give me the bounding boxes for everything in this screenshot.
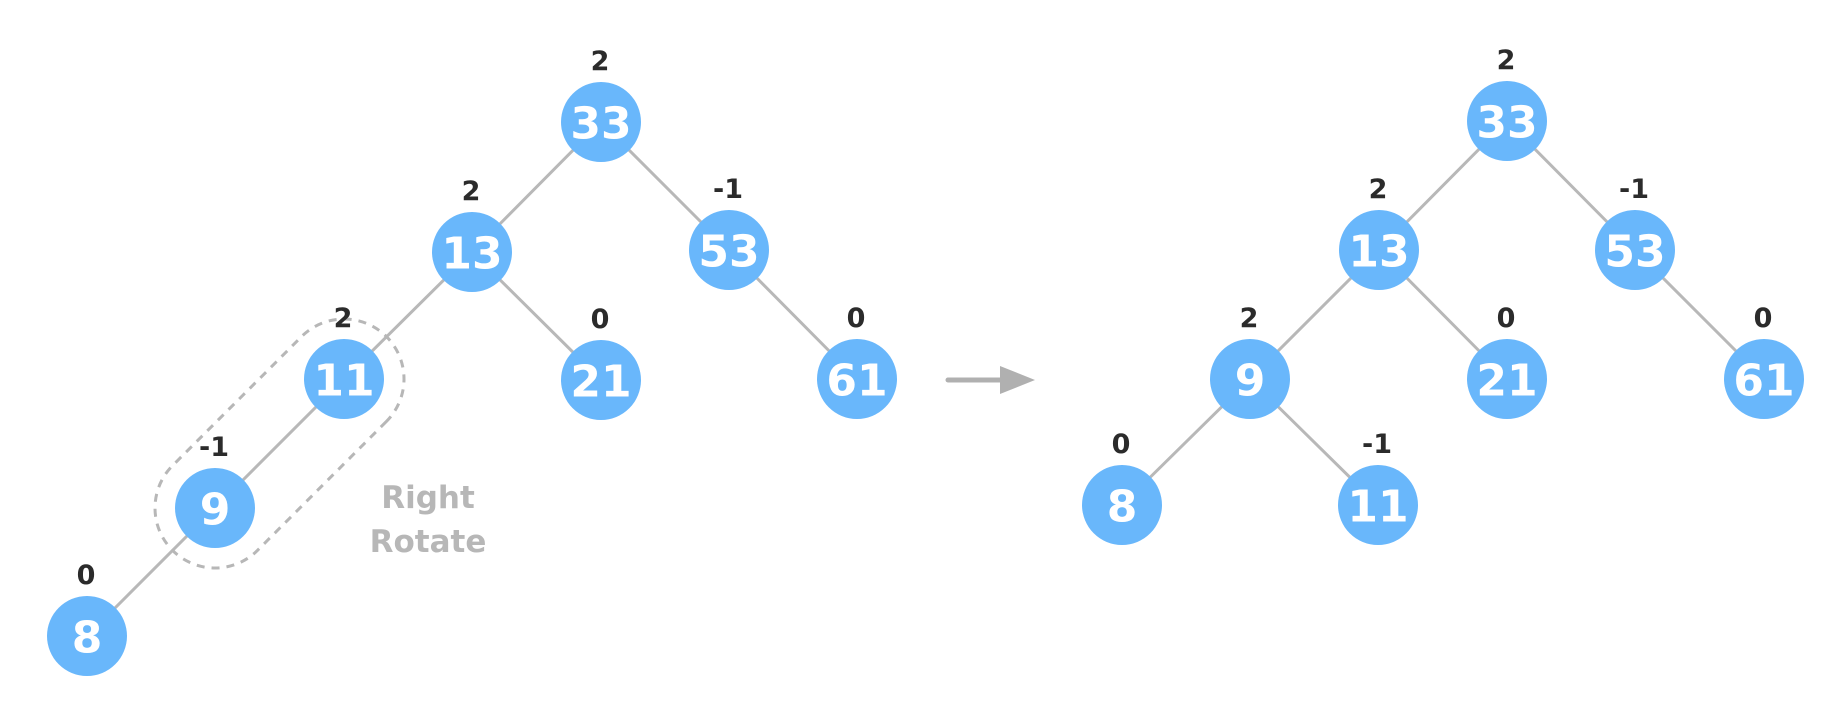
node-circle [1339,210,1419,290]
node-value: 21 [1476,356,1537,407]
node-value: 13 [441,229,502,280]
tree-node: 92 [1210,303,1290,419]
node-value: 11 [1347,482,1408,533]
node-value: 9 [200,485,231,536]
tree-node: 61 0 [817,303,897,419]
node-value: 9 [1235,356,1266,407]
rotation-arrow [945,366,1035,394]
tree-node: 53 -1 [1595,174,1675,290]
balance-factor: 2 [1497,45,1516,76]
node-circle [304,339,384,419]
node-circle [175,468,255,548]
highlight-layer [153,317,406,570]
balance-factor: -1 [1362,429,1392,460]
annotation-layer: Right Rotate [370,480,487,560]
balance-factor: 2 [462,176,481,207]
node-circle [1338,465,1418,545]
balance-factor: 2 [591,46,610,77]
tree-node: 13 2 [432,176,512,292]
node-value: 61 [1733,356,1794,407]
tree-node: 13 2 [1339,174,1419,290]
node-value: 13 [1348,227,1409,278]
annotation-rotate: Rotate [370,524,487,560]
annotation-right: Right [381,480,475,516]
tree-node: 33 2 [1467,45,1547,161]
node-circle [561,340,641,420]
node-circle [1467,81,1547,161]
balance-factor: 0 [1497,303,1516,334]
rotation-highlight [153,317,406,570]
tree-node: 61 0 [1724,303,1804,419]
node-circle [1210,339,1290,419]
node-circle [817,339,897,419]
tree-node: 80 [1082,429,1162,545]
node-circle [1595,210,1675,290]
balance-factor: 0 [1754,303,1773,334]
nodes-layer: 33213253-11122106109-18033213253-1922106… [47,45,1804,676]
balance-factor: 0 [847,303,866,334]
balance-factor: -1 [713,174,743,205]
node-circle [1724,339,1804,419]
node-circle [47,596,127,676]
node-value: 61 [826,356,887,407]
balance-factor: 2 [1240,303,1259,334]
node-circle [1467,339,1547,419]
tree-node: 21 0 [561,304,641,420]
node-value: 8 [1107,482,1138,533]
tree-node: 21 0 [1467,303,1547,419]
tree-node: 80 [47,560,127,676]
node-value: 11 [313,356,374,407]
node-circle [561,82,641,162]
balance-factor: 0 [591,304,610,335]
node-value: 33 [570,99,631,150]
tree-node: 33 2 [561,46,641,162]
arrow-head-icon [1000,366,1035,394]
balance-factor: 0 [1112,429,1131,460]
node-circle [1082,465,1162,545]
tree-node: 53 -1 [689,174,769,290]
balance-factor: -1 [199,432,229,463]
node-circle [432,212,512,292]
tree-node: 9 -1 [175,432,255,548]
balance-factor: 2 [334,303,353,334]
node-value: 53 [698,227,759,278]
tree-node: 11 -1 [1338,429,1418,545]
balance-factor: 0 [77,560,96,591]
node-value: 8 [72,613,103,664]
balance-factor: -1 [1619,174,1649,205]
node-circle [689,210,769,290]
balance-factor: 2 [1369,174,1388,205]
node-value: 21 [570,357,631,408]
node-value: 53 [1604,227,1665,278]
node-value: 33 [1476,98,1537,149]
tree-node: 11 2 [304,303,384,419]
